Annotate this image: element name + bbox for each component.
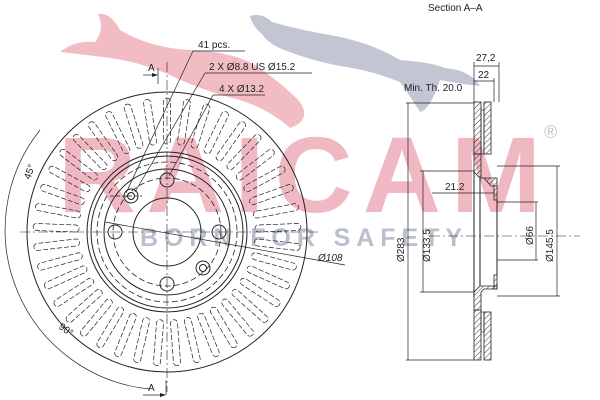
dim-hat-depth: 21.2 bbox=[445, 182, 465, 193]
section-marker-top: A bbox=[148, 63, 155, 74]
angle-45-label: 45° bbox=[22, 163, 38, 181]
dim-disc-thickness: 22 bbox=[478, 70, 490, 81]
watermark: RAICAM ® BORN FOR SAFETY bbox=[58, 13, 557, 252]
brand-watermark: RAICAM bbox=[58, 114, 543, 235]
callout-bolt-holes: 4 X Ø13.2 bbox=[219, 84, 264, 95]
section-view: Section A–A 27,2 22 Min. Th. 20.0 Ø283 bbox=[396, 3, 580, 361]
registered-mark: ® bbox=[544, 122, 557, 142]
dim-hat-diameter: Ø145.5 bbox=[545, 229, 556, 262]
callout-locating-holes: 2 X Ø8.8 US Ø15.2 bbox=[209, 62, 296, 73]
pink-cat-silhouette-icon bbox=[60, 13, 305, 128]
section-title: Section A–A bbox=[428, 3, 483, 14]
dim-total-thickness: 27,2 bbox=[476, 53, 496, 64]
front-view: 45° 90° A A 41 pcs. 2 X Ø8.8 US Ø15.2 4 … bbox=[4, 40, 346, 397]
callout-vents: 41 pcs. bbox=[198, 40, 230, 51]
angle-90-label: 90° bbox=[56, 321, 75, 339]
gray-cat-silhouette-icon bbox=[250, 14, 480, 113]
dim-outer-diameter: Ø283 bbox=[396, 237, 407, 262]
callout-pcd: Ø108 bbox=[317, 253, 343, 264]
vent-slots bbox=[32, 97, 302, 366]
dim-hat-outer-diameter: Ø133.5 bbox=[422, 229, 433, 262]
dim-min-thickness: Min. Th. 20.0 bbox=[404, 83, 463, 94]
section-marker-bottom: A bbox=[148, 383, 155, 394]
dim-center-bore: Ø66 bbox=[525, 226, 536, 245]
